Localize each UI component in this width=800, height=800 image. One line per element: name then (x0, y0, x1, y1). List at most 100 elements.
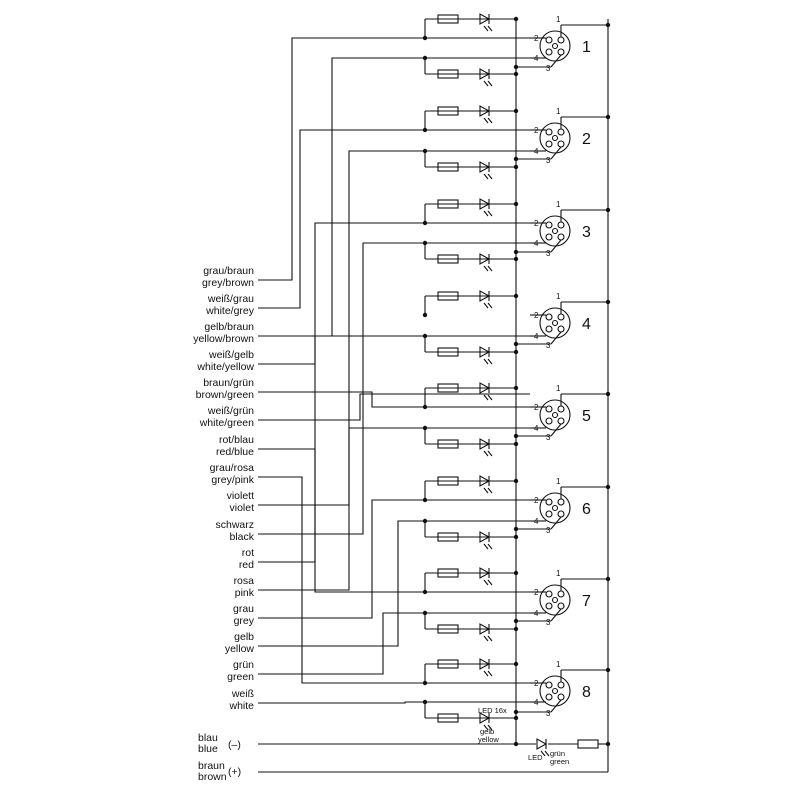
wire-label-en: yellow (225, 643, 255, 655)
wire-label-en: white/grey (205, 305, 255, 317)
pin-3 (557, 510, 565, 518)
pin-4 (545, 510, 553, 518)
connector-body (539, 30, 571, 62)
signal-wire (258, 520, 530, 647)
pin-2 (545, 221, 553, 229)
pin-3-lead (550, 423, 562, 437)
led-diode-ray (483, 265, 489, 272)
wire-label-en: white (228, 700, 254, 712)
junction-dot (422, 240, 428, 246)
junction-dot (422, 220, 428, 226)
led-diode (479, 198, 491, 210)
led-diode-ray (487, 487, 493, 494)
pin-4 (545, 48, 553, 56)
led-diode-ray (483, 25, 489, 32)
power-resistor (577, 739, 599, 749)
pin-1 (557, 128, 565, 136)
junction-dot (422, 127, 428, 133)
pin-3-lead (550, 608, 562, 622)
junction-dot (422, 610, 428, 616)
junction-dot (422, 55, 428, 61)
wire-label-en: white/green (199, 417, 254, 429)
pin-number: 1 (556, 477, 561, 486)
pin-number: 4 (534, 609, 539, 618)
wire-label-en: red (239, 559, 254, 571)
wire-label-de: schwarz (215, 519, 254, 531)
pin-2 (545, 681, 553, 689)
pin-number: 2 (534, 496, 539, 505)
signal-wire (258, 391, 530, 408)
junction-dot (422, 35, 428, 41)
junction-dot (422, 425, 428, 431)
connector-number: 2 (582, 131, 591, 148)
pin-number: 4 (534, 332, 539, 341)
led-color-en: yellow (478, 735, 499, 744)
power-label-de: blau (198, 732, 218, 744)
connector-body (539, 122, 571, 154)
led-diode-ray (483, 724, 489, 731)
led-diode-ray (487, 80, 493, 87)
wire-label-de: weiß/gelb (208, 349, 254, 361)
pin-number: 1 (556, 292, 561, 301)
junction-dot (422, 312, 428, 318)
led-diode-ray (487, 25, 493, 32)
signal-wire (258, 476, 530, 684)
led-diode-ray (487, 450, 493, 457)
connector-body (539, 675, 571, 707)
pin-5 (551, 411, 559, 419)
pin-1 (557, 36, 565, 44)
connector-number: 1 (582, 39, 591, 56)
junction-dot (422, 404, 428, 410)
pin-number: 3 (546, 249, 551, 258)
pin-number: 1 (556, 384, 561, 393)
pin-1 (557, 681, 565, 689)
pin-2 (545, 36, 553, 44)
connector-body (539, 492, 571, 524)
pin-number: 2 (534, 311, 539, 320)
pin-number: 1 (556, 200, 561, 209)
wire-label-de: rot/blau (219, 434, 254, 446)
led-diode (479, 531, 491, 543)
signal-wire (258, 37, 530, 281)
pin-2 (545, 590, 553, 598)
signal-wire (258, 129, 530, 309)
pin-number: 2 (534, 219, 539, 228)
wire-label-de: grau/rosa (210, 462, 255, 474)
led-diode (479, 105, 491, 117)
led-diode-ray (483, 210, 489, 217)
connector-number: 7 (582, 593, 591, 610)
led-diode-ray (483, 80, 489, 87)
connector-body (539, 215, 571, 247)
wire-label-en: green (227, 671, 254, 683)
wire-label-en: grey/brown (202, 277, 254, 289)
resistor (437, 383, 459, 393)
wire-label-en: yellow/brown (193, 333, 254, 345)
pin-number: 2 (534, 34, 539, 43)
led-diode (479, 161, 491, 173)
power-led-diode-ray (540, 750, 546, 757)
junction-dot (422, 518, 428, 524)
wire-label-de: weiß/grün (207, 405, 254, 417)
led-diode (479, 346, 491, 358)
wire-label-de: violett (227, 490, 255, 502)
led-color-de: gelb (480, 727, 494, 736)
led-diode-ray (483, 579, 489, 586)
signal-wire (258, 701, 530, 704)
led-diode-ray (487, 579, 493, 586)
signal-wire (258, 242, 530, 535)
led-diode-ray (483, 117, 489, 124)
resistor (437, 14, 459, 24)
pin-1 (557, 498, 565, 506)
pin-5 (551, 504, 559, 512)
led-diode-ray (483, 635, 489, 642)
wire-label-de: grau/braun (203, 265, 254, 277)
wire-label-en: black (229, 531, 254, 543)
pin-4 (545, 693, 553, 701)
wire-label-de: grau (233, 603, 254, 615)
wire-label-en: red/blue (216, 446, 254, 458)
pin-5 (551, 227, 559, 235)
led-diode (479, 382, 491, 394)
pin-1 (557, 590, 565, 598)
polarity-label: (–) (228, 739, 241, 751)
